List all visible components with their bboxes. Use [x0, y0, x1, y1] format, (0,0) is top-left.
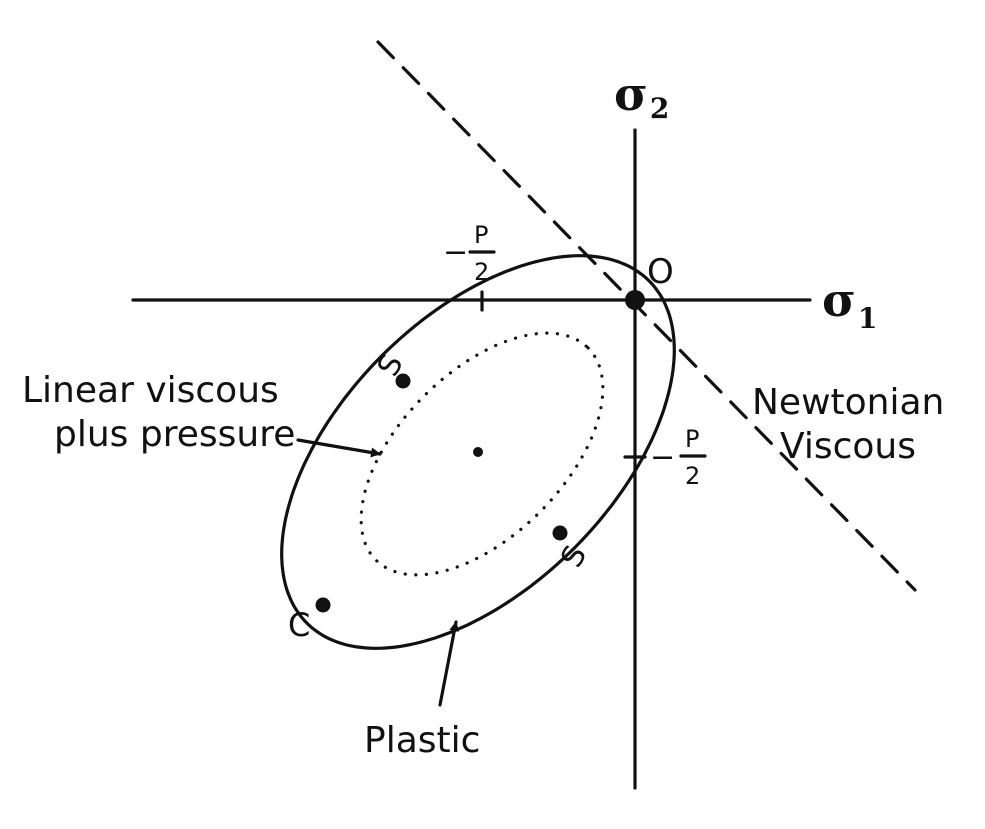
ellipse-center-point [473, 447, 483, 457]
tick-x-numerator: P [474, 221, 488, 249]
linear-label-line1: Linear viscous [22, 370, 279, 411]
c-label: C [288, 606, 310, 644]
sigma1-axis-label: σ1 [822, 273, 877, 335]
tick-x-denominator: 2 [474, 258, 489, 286]
sigma2-axis-label: σ2 [614, 67, 669, 125]
linear-viscous-ellipse [359, 331, 605, 577]
plastic-label: Plastic [364, 720, 480, 761]
newtonian-label-line2: Viscous [780, 426, 916, 467]
newtonian-viscous-line [376, 40, 917, 592]
s-lower-label: S [554, 540, 594, 573]
point-c [315, 597, 331, 613]
tick-y-denominator: 2 [685, 462, 700, 490]
plastic-label-arrow [438, 620, 460, 707]
tick-x-sign: − [443, 235, 468, 270]
newtonian-label-line1: Newtonian [752, 382, 944, 423]
linear-label-arrow [296, 438, 382, 458]
plastic-ellipse [280, 254, 676, 650]
linear-label-line2: plus pressure [54, 414, 295, 455]
origin-label: O [647, 252, 674, 292]
point-s-upper [395, 373, 411, 389]
tick-y-sign: − [650, 440, 675, 475]
tick-y-numerator: P [685, 425, 699, 453]
point-s-lower [552, 525, 568, 541]
origin-point [625, 290, 645, 310]
